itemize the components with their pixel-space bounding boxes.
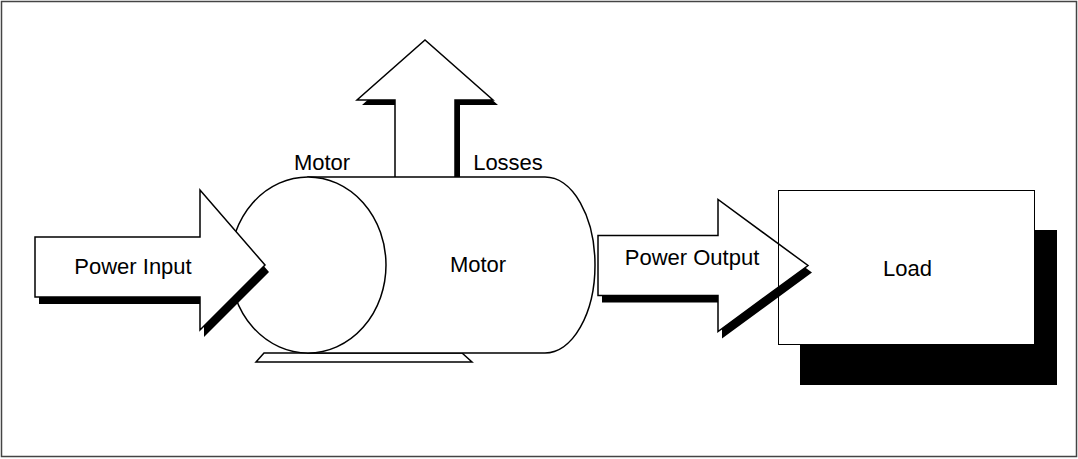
losses-arrow xyxy=(357,40,493,177)
node-label: Motor xyxy=(450,252,506,277)
motor-feet xyxy=(256,353,472,362)
part-label: Losses xyxy=(471,150,545,175)
input-block-arrow: Power Input xyxy=(33,186,273,338)
motor-cylinder: Motor xyxy=(228,175,597,370)
block-arrow-connector xyxy=(598,200,808,332)
load-box: Load xyxy=(778,190,1035,345)
motor-end xyxy=(230,177,386,353)
motor-cylinder-outline xyxy=(228,175,597,370)
part-label: Motor xyxy=(292,150,352,175)
block-arrow xyxy=(35,190,265,330)
node-label: Load xyxy=(883,256,932,281)
node-label: Power Input xyxy=(74,254,191,279)
edge-label: Power Output xyxy=(623,245,762,270)
connector-group xyxy=(598,200,812,339)
